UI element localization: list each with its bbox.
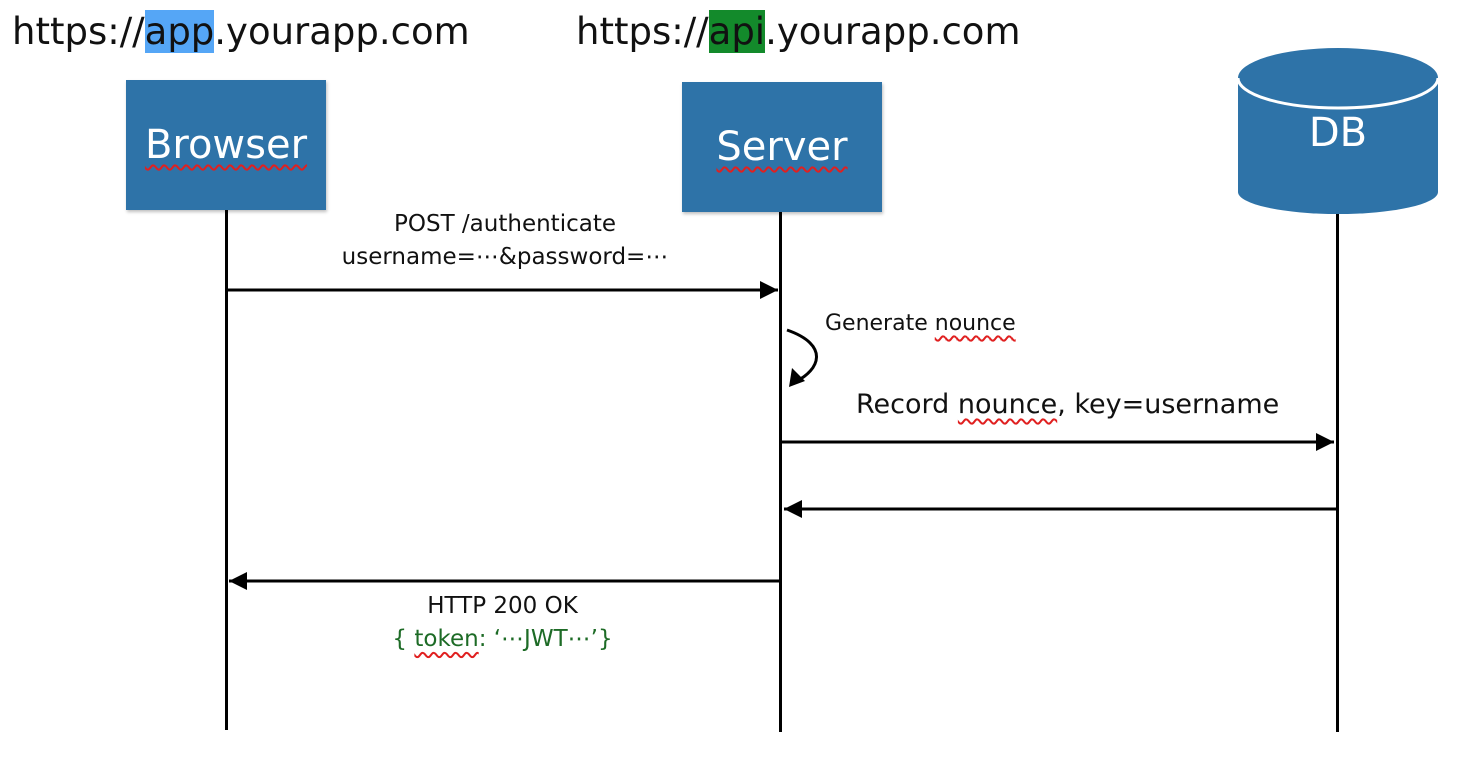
response-line2: { token: ‘⋯JWT⋯’} [330,623,675,656]
db-lifeline [1336,214,1339,732]
generate-nounce-word: nounce [934,311,1016,336]
server-url-suffix: .yourapp.com [765,10,1021,53]
browser-lifeline [225,210,228,730]
server-actor: Server [682,82,882,212]
response-line1: HTTP 200 OK [427,593,578,619]
server-actor-label: Server [716,124,848,170]
server-url: https://api.yourapp.com [576,10,1020,54]
record-prefix: Record [856,389,958,420]
generate-nounce-arrow [786,328,818,384]
response-line2-prefix: { [392,626,415,653]
response-token-word: token [414,626,479,653]
db-cylinder [1236,48,1440,214]
auth-request-label: POST /authenticate username=⋯&password=⋯ [300,208,710,275]
server-lifeline [779,212,782,732]
browser-actor: Browser [126,80,326,210]
record-suffix: , key=username [1057,389,1280,420]
record-word: nounce [957,389,1058,420]
server-url-highlight: api [708,10,766,53]
response-label: HTTP 200 OK { token: ‘⋯JWT⋯’} [330,590,675,657]
response-line2-suffix: : ‘⋯JWT⋯’} [478,626,613,653]
auth-request-line2: username=⋯&password=⋯ [341,244,669,271]
generate-nounce-prefix: Generate [825,311,935,336]
record-label: Record nounce, key=username [856,385,1279,424]
db-actor-label: DB [1308,110,1368,156]
browser-actor-label: Browser [144,122,308,168]
auth-request-line1: POST /authenticate [394,211,616,237]
browser-url-highlight: app [144,10,215,53]
browser-url: https://app.yourapp.com [12,10,470,54]
generate-nounce-label: Generate nounce [825,308,1016,340]
server-url-prefix: https:// [576,10,709,53]
browser-url-prefix: https:// [12,10,145,53]
browser-url-suffix: .yourapp.com [214,10,470,53]
